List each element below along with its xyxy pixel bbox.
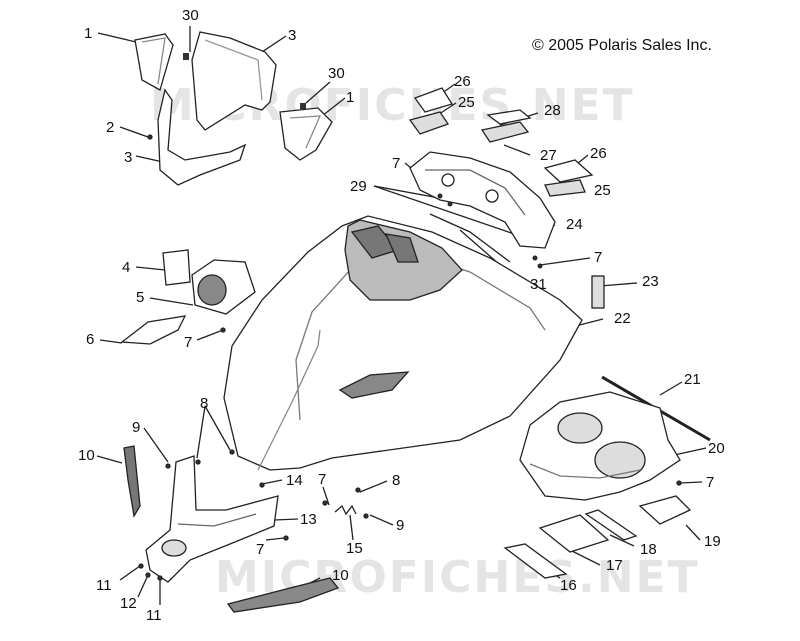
callout-label: 3 xyxy=(124,149,133,166)
callout-label: 10 xyxy=(78,447,95,464)
callout-label: 5 xyxy=(136,289,145,306)
callout-label: 9 xyxy=(132,419,141,436)
callout-label: 8 xyxy=(392,472,401,489)
callout-label: 27 xyxy=(540,147,557,164)
callout-label: 11 xyxy=(96,577,112,594)
callout-label: 29 xyxy=(350,178,367,195)
callout-label: 26 xyxy=(590,145,607,162)
callout-label: 24 xyxy=(566,216,583,233)
callout-label: 10 xyxy=(332,567,349,584)
callout-label: 14 xyxy=(286,472,303,489)
callout-label: 17 xyxy=(606,557,623,574)
callout-label: 7 xyxy=(256,541,265,558)
callout-label: 26 xyxy=(454,73,471,90)
callout-label: 1 xyxy=(84,25,93,42)
callout-label: 13 xyxy=(300,511,317,528)
callout-label: 20 xyxy=(708,440,725,457)
callout-label: 23 xyxy=(642,273,659,290)
callout-label: 25 xyxy=(458,94,475,111)
callout-label: 1 xyxy=(346,89,355,106)
callout-label: 2 xyxy=(106,119,115,136)
callout-label: 3 xyxy=(288,27,297,44)
callout-label: 18 xyxy=(640,541,657,558)
callout-label: 30 xyxy=(182,7,199,24)
callout-label: 8 xyxy=(200,395,209,412)
callout-label: 30 xyxy=(328,65,345,82)
callout-label: 28 xyxy=(544,102,561,119)
callout-label: 7 xyxy=(594,249,603,266)
callout-label: 4 xyxy=(122,259,131,276)
callout-label: 11 xyxy=(146,607,162,624)
callout-label: 25 xyxy=(594,182,611,199)
callout-label: 7 xyxy=(184,334,193,351)
callout-label: 21 xyxy=(684,371,701,388)
callout-label: 12 xyxy=(120,595,137,612)
callout-label: 7 xyxy=(318,471,327,488)
callout-label: 22 xyxy=(614,310,631,327)
callout-label: 19 xyxy=(704,533,721,550)
callout-label: 7 xyxy=(392,155,401,172)
callout-label: 9 xyxy=(396,517,405,534)
copyright-notice: © 2005 Polaris Sales Inc. xyxy=(532,37,712,54)
callout-label: 15 xyxy=(346,540,363,557)
callout-label: 16 xyxy=(560,577,577,594)
callout-label: 7 xyxy=(706,474,715,491)
callout-label: 6 xyxy=(86,331,95,348)
callout-label: 31 xyxy=(530,276,547,293)
